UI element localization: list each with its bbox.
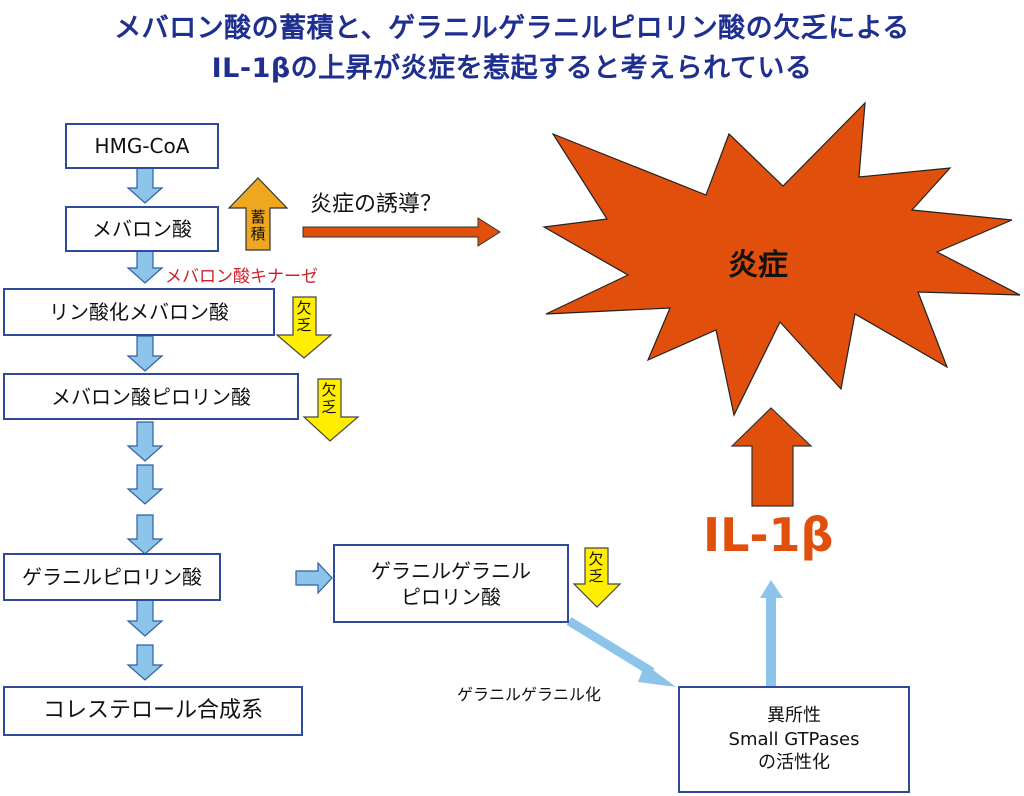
node-hmg-coa: HMG-CoA bbox=[65, 123, 219, 169]
node-label-line: ピロリン酸 bbox=[401, 584, 501, 609]
arrow-down-icon bbox=[126, 165, 164, 204]
inflammation-starburst-icon bbox=[542, 101, 1021, 417]
arrow-down-icon bbox=[126, 421, 164, 462]
gtpase-up-arrow bbox=[760, 580, 783, 686]
arrow-down-icon bbox=[126, 464, 164, 505]
deficiency-arrow-icon bbox=[302, 378, 360, 442]
node-geranyl-pp-frame: ゲラニルピロリン酸 bbox=[3, 553, 221, 601]
node-label: メバロン酸 bbox=[92, 217, 192, 241]
accumulation-arrow-icon bbox=[227, 177, 289, 251]
arrow-diagonal-icon bbox=[638, 664, 676, 687]
arrow-down-icon bbox=[126, 335, 164, 372]
arrow-down-icon bbox=[126, 514, 164, 555]
node-label: HMG-CoA bbox=[94, 134, 190, 158]
title-line-1: メバロン酸の蓄積と、ゲラニルゲラニルピロリン酸の欠乏による bbox=[114, 13, 910, 44]
title-line-2: IL-1βの上昇が炎症を惹起すると考えられている bbox=[211, 53, 813, 84]
node-label: メバロン酸ピロリン酸 bbox=[51, 384, 251, 409]
arrow-up-icon bbox=[760, 580, 783, 598]
node-label-line: ゲラニルゲラニル bbox=[371, 558, 531, 583]
il1b-up-arrow-icon bbox=[730, 407, 813, 507]
deficiency-label: 欠乏 bbox=[296, 299, 312, 334]
node-label: コレステロール合成系 bbox=[42, 697, 263, 723]
induction-label: 炎症の誘導？ bbox=[310, 192, 443, 217]
node-label-line: 異所性 bbox=[766, 705, 821, 727]
node-label-line: Small GTPases bbox=[728, 728, 860, 750]
arrow-right-icon bbox=[295, 561, 333, 595]
deficiency-label: 欠乏 bbox=[321, 381, 337, 416]
node-phospho-mevalonate: リン酸化メバロン酸 bbox=[3, 288, 275, 336]
node-label: ゲラニルゲラニルピロリン酸 bbox=[371, 558, 531, 610]
flow-arrows bbox=[126, 165, 333, 681]
deficiency-arrow-icon bbox=[275, 296, 333, 359]
il1b-label: IL-1β bbox=[703, 508, 834, 562]
inflammation-label: 炎症 bbox=[728, 248, 788, 283]
node-mevalonate-pp: メバロン酸ピロリン酸 bbox=[3, 373, 299, 420]
enzyme-label: メバロン酸キナーゼ bbox=[165, 267, 318, 287]
geranylgeranylation-label: ゲラニルゲラニル化 bbox=[457, 685, 602, 704]
accumulation-label: 蓄積 bbox=[250, 208, 266, 243]
arrow-down-icon bbox=[126, 644, 164, 681]
node-ggpp: ゲラニルゲラニルピロリン酸 bbox=[333, 544, 569, 623]
arrow-down-icon bbox=[126, 247, 164, 284]
node-label: リン酸化メバロン酸 bbox=[49, 300, 229, 324]
node-mevalonate: メバロン酸 bbox=[65, 206, 219, 252]
arrow-down-icon bbox=[126, 599, 164, 637]
node-label-line: の活性化 bbox=[757, 752, 830, 774]
induction-arrow-icon bbox=[302, 217, 501, 247]
node-label: ゲラニルピロリン酸 bbox=[22, 565, 202, 589]
deficiency-arrow-icon bbox=[572, 547, 622, 608]
node-cholesterol: コレステロール合成系 bbox=[3, 686, 303, 736]
geranylgeranylation-arrow bbox=[566, 617, 676, 687]
deficiency-label: 欠乏 bbox=[588, 550, 604, 585]
